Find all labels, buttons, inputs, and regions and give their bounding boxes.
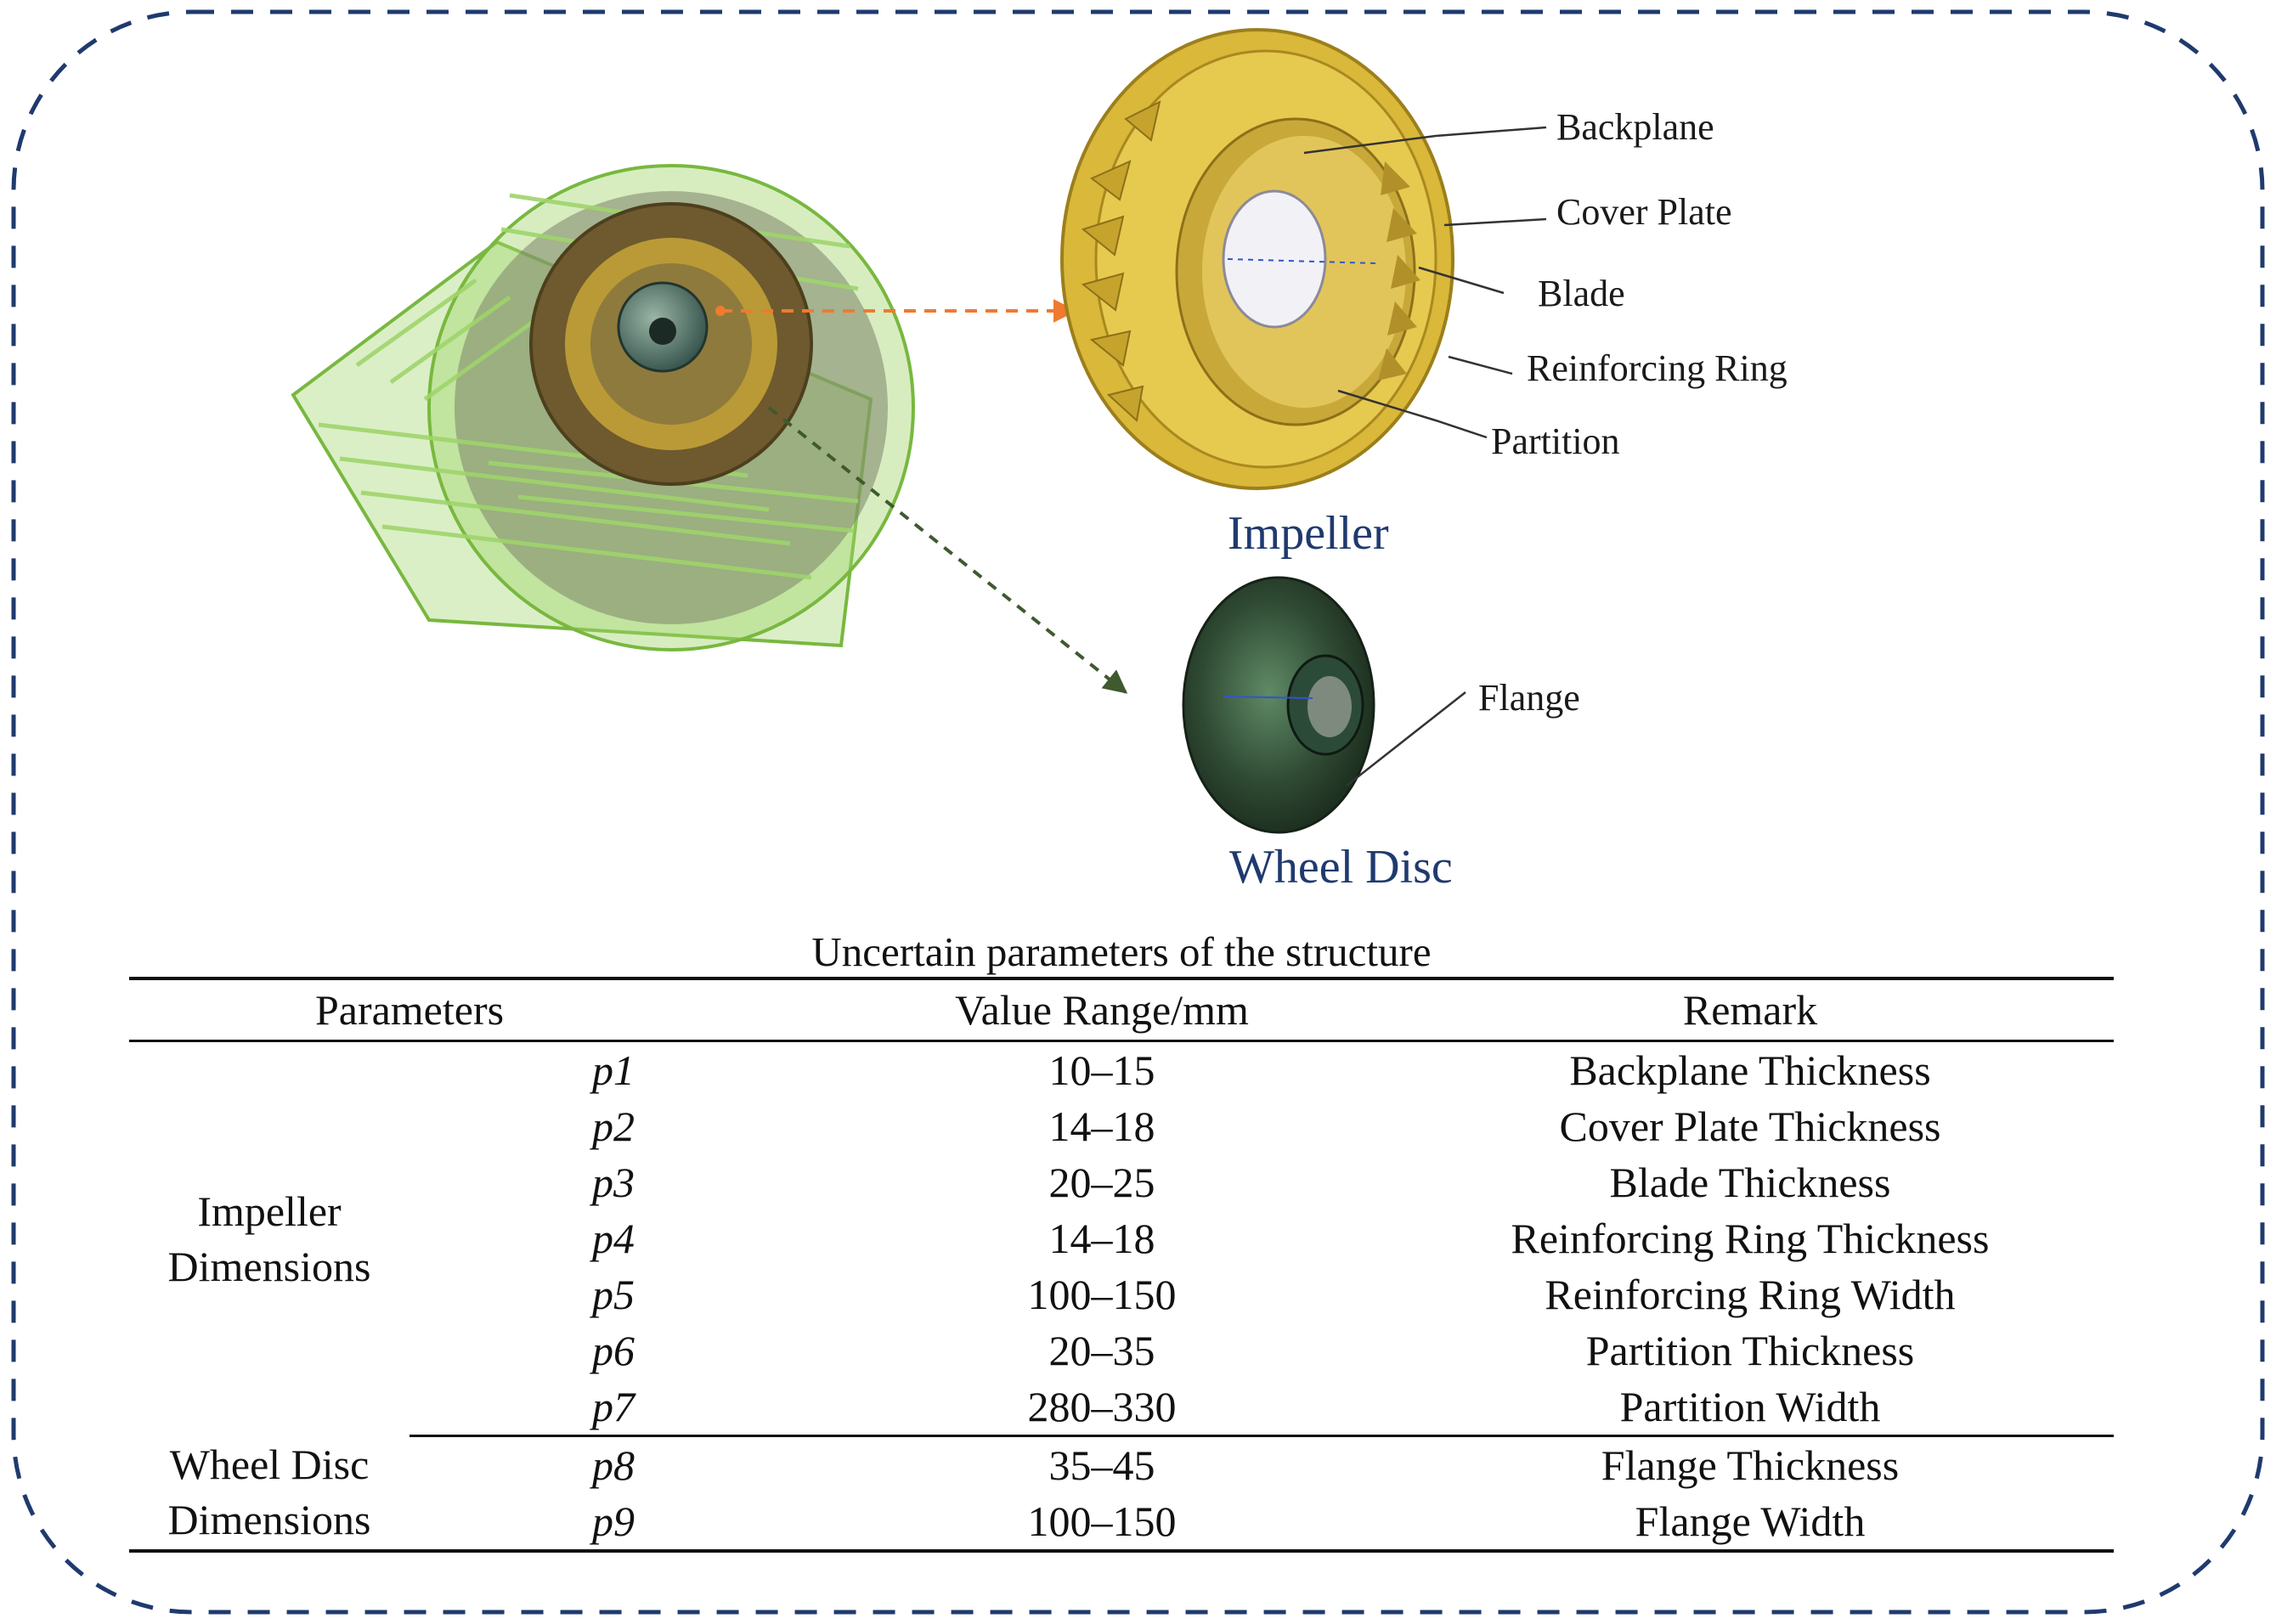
group-impeller-dimensions: Impeller Dimensions [167, 1187, 371, 1290]
table-row: p3 20–25 Blade Thickness [129, 1154, 2114, 1210]
table-row: p7 280–330 Partition Width [129, 1379, 2114, 1436]
param-range: 20–25 [1048, 1159, 1155, 1206]
param-remark: Cover Plate Thickness [1559, 1102, 1941, 1150]
header-value-range: Value Range/mm [817, 977, 1386, 1042]
table-row: p4 14–18 Reinforcing Ring Thickness [129, 1210, 2114, 1266]
param-symbol: p9 [409, 1493, 817, 1553]
label-cover-plate: Cover Plate [1556, 191, 1732, 233]
param-symbol: p6 [592, 1327, 635, 1374]
param-remark: Flange Thickness [1386, 1435, 2114, 1493]
group-wheel-disc-dimensions: Wheel Disc Dimensions [129, 1435, 409, 1553]
label-reinforcing-ring: Reinforcing Ring [1527, 347, 1787, 389]
param-range: 100–150 [817, 1493, 1386, 1553]
label-partition: Partition [1491, 420, 1620, 462]
param-symbol: p8 [409, 1435, 817, 1493]
header-remark: Remark [1386, 977, 2114, 1042]
param-symbol: p7 [592, 1383, 635, 1430]
param-range: 280–330 [1027, 1383, 1177, 1430]
table-row: Impeller Dimensions p1 10–15 Backplane T… [129, 1041, 2114, 1290]
param-remark: Reinforcing Ring Thickness [1511, 1215, 1990, 1262]
param-remark: Partition Thickness [1585, 1327, 1915, 1374]
table-row: p2 14–18 Cover Plate Thickness [129, 1098, 2114, 1154]
impeller-illustration [1060, 28, 1454, 490]
param-range: 100–150 [1027, 1271, 1177, 1318]
dashed-frame [11, 9, 2265, 1615]
param-remark: Backplane Thickness [1569, 1046, 1931, 1094]
caption-wheel-disc: Wheel Disc [1229, 841, 1453, 894]
label-blade: Blade [1538, 273, 1625, 314]
header-parameters: Parameters [129, 977, 817, 1042]
table-title: Uncertain parameters of the structure [811, 928, 1432, 975]
fan-housing-illustration [291, 164, 915, 651]
label-flange: Flange [1478, 677, 1580, 719]
caption-impeller: Impeller [1228, 507, 1389, 560]
param-remark: Partition Width [1619, 1383, 1881, 1430]
param-range: 10–15 [1048, 1046, 1155, 1094]
param-range: 35–45 [817, 1435, 1386, 1493]
table-row: p5 100–150 Reinforcing Ring Width [129, 1266, 2114, 1322]
param-range: 20–35 [1048, 1327, 1155, 1374]
param-symbol: p5 [592, 1271, 635, 1318]
param-remark: Flange Width [1386, 1493, 2114, 1553]
arrow-to-wheel-disc [767, 406, 1128, 694]
table-row: p9 100–150 Flange Width [129, 1493, 2114, 1553]
label-backplane: Backplane [1556, 106, 1714, 148]
table-row: p6 20–35 Partition Thickness [129, 1322, 2114, 1379]
param-symbol: p2 [592, 1102, 635, 1150]
param-range: 14–18 [1048, 1102, 1155, 1150]
param-symbol: p3 [592, 1159, 635, 1206]
parameter-table: Parameters Value Range/mm Remark Impelle… [129, 977, 2114, 1553]
table-header-row: Parameters Value Range/mm Remark [129, 977, 2114, 1042]
param-symbol: p1 [592, 1046, 635, 1094]
wheel-disc-illustration [1182, 576, 1375, 834]
param-range: 14–18 [1048, 1215, 1155, 1262]
param-remark: Blade Thickness [1609, 1159, 1891, 1206]
table-row: Wheel Disc Dimensions p8 35–45 Flange Th… [129, 1435, 2114, 1553]
param-remark: Reinforcing Ring Width [1545, 1271, 1956, 1318]
param-symbol: p4 [592, 1215, 635, 1262]
